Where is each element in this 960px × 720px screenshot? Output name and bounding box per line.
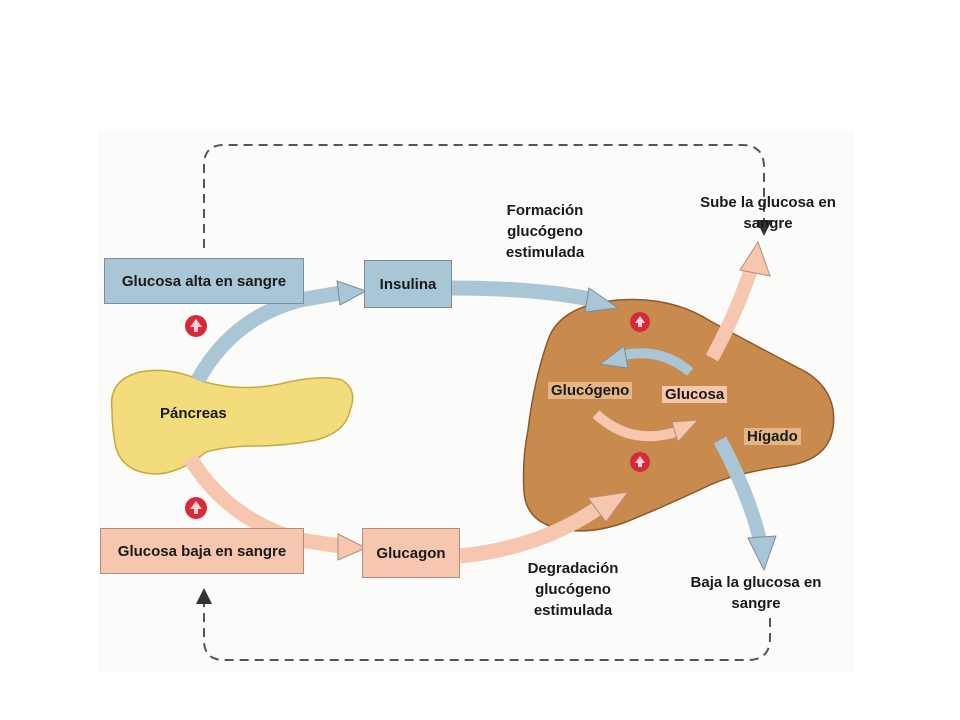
baja-glucosa-label: Baja la glucosa en sangre [690,574,822,612]
glucosa-alta-box: Glucosa alta en sangre [104,258,304,304]
formacion-label: Formación glucógeno estimulada [505,202,585,261]
arrow-pancreas-to-insulina [191,285,342,384]
liver-shape [522,298,835,532]
glucosa-alta-label: Glucosa alta en sangre [121,272,287,290]
cycle-arrow-top [618,348,694,376]
cycle-arrow-bottom [592,410,678,442]
marker-liver-top [630,312,650,332]
glucagon-label: Glucagon [376,544,446,562]
arrow-glucagon-to-liver [459,501,603,564]
pancreas-shape [110,369,354,475]
glucosa-baja-label: Glucosa baja en sangre [117,542,287,560]
arrow-insulina-to-liver [449,280,596,308]
insulina-box: Insulina [364,260,452,308]
marker-liver-bottom [630,452,650,472]
arrow-liver-to-sube [705,263,759,362]
pancreas-label: Páncreas [160,405,227,422]
glucosa-baja-box: Glucosa baja en sangre [100,528,304,574]
degradacion-label: Degradación glucógeno estimulada [527,560,619,619]
feedback-loop-top [203,144,772,248]
marker-low [185,497,207,519]
glucagon-box: Glucagon [362,528,460,578]
sube-glucosa-label: Sube la glucosa en sangre [700,194,836,232]
feedback-loop-bottom [196,588,771,661]
insulina-label: Insulina [379,275,437,293]
arrow-liver-to-baja [713,436,767,542]
glucosa-label: Glucosa [662,386,728,403]
glucogeno-label: Glucógeno [548,382,633,399]
higado-label: Hígado [744,428,801,445]
marker-high [185,315,207,337]
